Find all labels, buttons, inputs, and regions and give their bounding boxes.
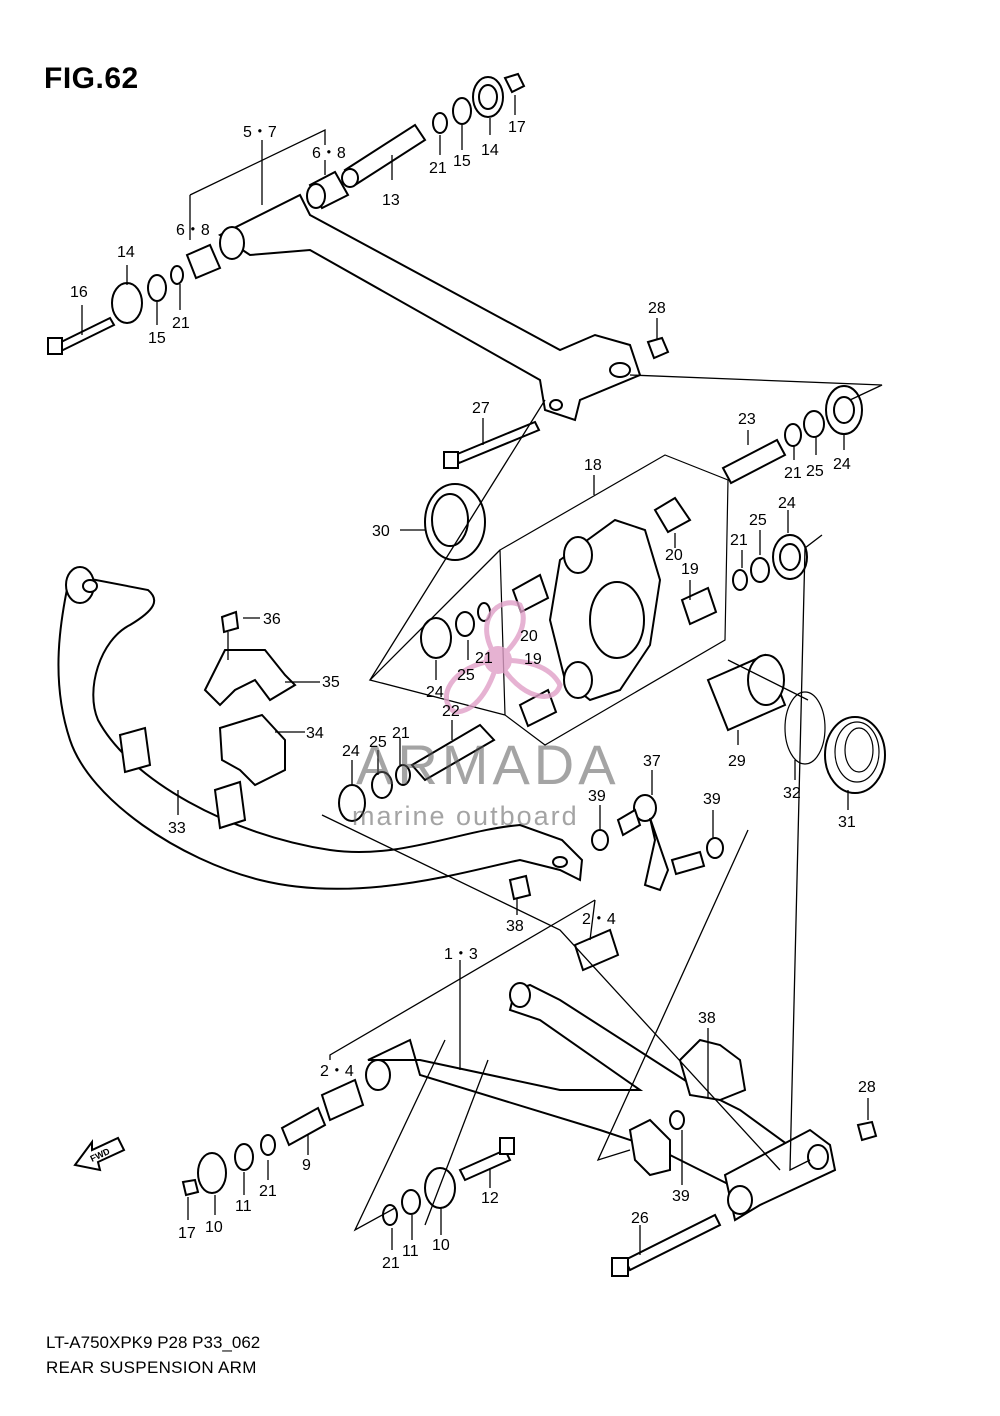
label-36: 36 xyxy=(263,611,281,628)
watermark-logo-icon xyxy=(443,600,563,715)
seal-30 xyxy=(424,483,486,561)
label-19-right: 19 xyxy=(681,561,699,578)
label-14-top: 14 xyxy=(481,142,499,159)
right-washers-top xyxy=(646,336,863,485)
left-knuckle-washers xyxy=(338,723,496,822)
label-6-8-left: 6・8 xyxy=(176,222,210,239)
label-15-left: 15 xyxy=(148,330,166,347)
label-26: 26 xyxy=(631,1210,649,1227)
part-labels: 5・7 6・8 6・8 13 21 15 14 17 14 16 15 21 2… xyxy=(70,119,876,1272)
label-21-top: 21 xyxy=(429,160,447,177)
label-39-left: 39 xyxy=(588,788,606,805)
figure-title: FIG.62 xyxy=(44,62,139,95)
label-21-mid: 21 xyxy=(475,650,493,667)
label-18: 18 xyxy=(584,457,602,474)
label-39-bottom: 39 xyxy=(672,1188,690,1205)
label-24-knuckle: 24 xyxy=(778,495,796,512)
label-34: 34 xyxy=(306,725,324,742)
model-code: LT-A750XPK9 P28 P33_062 xyxy=(46,1333,261,1352)
label-17-bottom: 17 xyxy=(178,1225,196,1242)
label-30: 30 xyxy=(372,523,390,540)
label-24-mid: 24 xyxy=(426,684,444,701)
label-12: 12 xyxy=(481,1190,499,1207)
label-37: 37 xyxy=(643,753,661,770)
label-21-lower-left: 21 xyxy=(259,1183,277,1200)
label-2-4-left: 2・4 xyxy=(320,1063,354,1080)
label-14-left: 14 xyxy=(117,244,135,261)
forward-arrow-icon: FWD xyxy=(73,1136,126,1172)
label-1-3: 1・3 xyxy=(444,946,478,963)
bushing-34 xyxy=(218,713,286,787)
label-28-bottom: 28 xyxy=(858,1079,876,1096)
clamp-35 xyxy=(203,610,297,707)
knuckle-left-washers xyxy=(420,602,491,659)
shaft-13 xyxy=(341,123,427,188)
label-2-4-top: 2・4 xyxy=(582,911,616,928)
boot-31 xyxy=(824,716,886,794)
label-33: 33 xyxy=(168,820,186,837)
label-31: 31 xyxy=(838,814,856,831)
label-38-arm: 38 xyxy=(698,1010,716,1027)
label-24-right: 24 xyxy=(833,456,851,473)
label-38-stab: 38 xyxy=(506,918,524,935)
lower-bushings xyxy=(181,928,878,1277)
label-13: 13 xyxy=(382,192,400,209)
upper-crossmember xyxy=(218,193,642,422)
label-22: 22 xyxy=(442,703,460,720)
label-15-top: 15 xyxy=(453,153,471,170)
label-39-right: 39 xyxy=(703,791,721,808)
top-washers-right xyxy=(432,72,526,134)
label-28-top: 28 xyxy=(648,300,666,317)
label-21-low: 21 xyxy=(392,725,410,742)
circlip-32 xyxy=(784,691,826,765)
label-20-right: 20 xyxy=(665,547,683,564)
label-6-8-top: 6・8 xyxy=(312,145,346,162)
bolt-27 xyxy=(443,420,541,469)
label-10-left: 10 xyxy=(205,1219,223,1236)
knuckle-assembly xyxy=(499,454,729,746)
lower-a-arm xyxy=(365,982,837,1222)
label-27: 27 xyxy=(472,400,490,417)
link-37 xyxy=(508,794,724,901)
label-21-bottom: 21 xyxy=(382,1255,400,1272)
label-25-knuckle: 25 xyxy=(749,512,767,529)
label-19-left: 19 xyxy=(524,651,542,668)
top-left-parts xyxy=(47,243,222,355)
label-25-low: 25 xyxy=(369,734,387,751)
label-11-left: 11 xyxy=(235,1198,252,1215)
stabilizer-bar xyxy=(57,566,584,890)
label-29: 29 xyxy=(728,753,746,770)
label-25-mid: 25 xyxy=(457,667,475,684)
label-35: 35 xyxy=(322,674,340,691)
label-25-right: 25 xyxy=(806,463,824,480)
label-16: 16 xyxy=(70,284,88,301)
label-32: 32 xyxy=(783,785,801,802)
label-21-right: 21 xyxy=(784,465,802,482)
figure-name: REAR SUSPENSION ARM xyxy=(46,1358,257,1377)
watermark-brand: ARMADA xyxy=(356,733,620,796)
label-21-knuckle: 21 xyxy=(730,532,748,549)
label-11-bottom: 11 xyxy=(402,1243,419,1260)
label-17-top: 17 xyxy=(508,119,526,136)
label-24-low: 24 xyxy=(342,743,360,760)
watermark-tagline: marine outboard xyxy=(352,801,579,831)
label-21-left: 21 xyxy=(172,315,190,332)
bearing-29 xyxy=(706,653,787,732)
leader-lines xyxy=(81,95,883,1255)
label-10-bottom: 10 xyxy=(432,1237,450,1254)
label-20-left: 20 xyxy=(520,628,538,645)
knuckle-right-washers xyxy=(732,534,808,591)
bushing-6-8-top xyxy=(306,170,350,210)
label-23: 23 xyxy=(738,411,756,428)
label-9: 9 xyxy=(302,1157,311,1174)
label-5-7: 5・7 xyxy=(243,124,277,141)
